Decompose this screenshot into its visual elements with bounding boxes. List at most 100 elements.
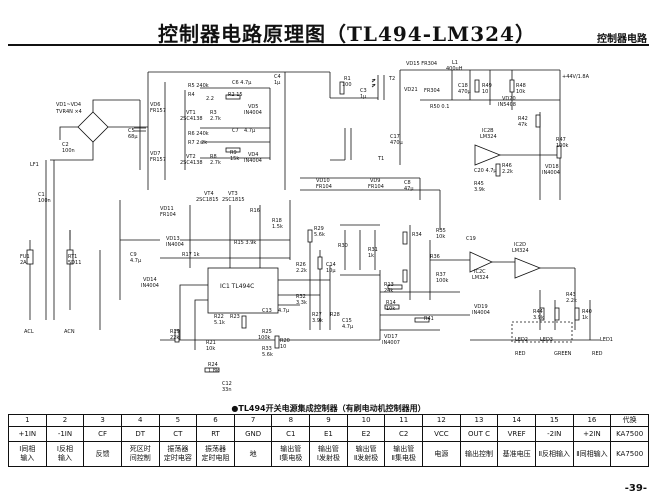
svg-text:2.7k: 2.7k: [210, 160, 221, 166]
svg-text:C17: C17: [390, 134, 400, 140]
svg-text:VD4: VD4: [248, 152, 258, 158]
svg-text:C12: C12: [222, 381, 232, 387]
pin-symbol: C2: [384, 426, 424, 442]
pin-description: 地: [233, 441, 273, 467]
page-number: -39-: [624, 483, 647, 494]
svg-text:10k: 10k: [516, 89, 525, 95]
pin-description: 反馈: [83, 441, 122, 467]
components: [26, 79, 580, 373]
wires: [29, 69, 600, 350]
svg-text:VT3: VT3: [228, 191, 238, 197]
svg-text:R37: R37: [436, 272, 446, 278]
svg-text:R31: R31: [368, 247, 378, 253]
svg-text:15k: 15k: [230, 156, 239, 162]
svg-text:4.7μ: 4.7μ: [278, 308, 290, 314]
svg-text:IN4004: IN4004: [472, 310, 490, 316]
pin-description: Ⅰ反相输入: [45, 441, 85, 467]
svg-text:VT2: VT2: [186, 154, 196, 160]
svg-text:R3: R3: [210, 110, 217, 116]
pin-symbol: OUT C: [459, 426, 499, 442]
svg-text:R26: R26: [296, 262, 306, 268]
svg-text:+44V/1.8A: +44V/1.8A: [562, 74, 590, 80]
svg-text:1.5k: 1.5k: [272, 224, 283, 230]
svg-text:3.9k: 3.9k: [533, 315, 544, 321]
pin-number: 8: [271, 414, 311, 427]
svg-text:VD13: VD13: [166, 236, 180, 242]
svg-text:5.1k: 5.1k: [214, 320, 225, 326]
svg-text:LM324: LM324: [512, 248, 529, 254]
svg-text:FR304: FR304: [424, 88, 440, 94]
svg-text:VD7: VD7: [150, 151, 160, 157]
svg-text:R4: R4: [188, 92, 195, 98]
header-rule: [8, 44, 649, 46]
svg-text:2A: 2A: [20, 260, 27, 266]
svg-text:R32: R32: [296, 294, 306, 300]
svg-text:ACN: ACN: [64, 329, 75, 335]
svg-text:VD11: VD11: [160, 206, 174, 212]
svg-text:C20 4.7μ: C20 4.7μ: [474, 168, 497, 174]
svg-text:VD5: VD5: [248, 104, 258, 110]
pin-number: 11: [384, 414, 424, 427]
svg-text:IC2D: IC2D: [514, 242, 526, 248]
svg-text:100k: 100k: [556, 143, 569, 149]
svg-text:LED1: LED1: [600, 337, 613, 343]
pin-number: 12: [422, 414, 461, 427]
svg-text:470μ: 470μ: [390, 140, 404, 146]
svg-text:R23: R23: [230, 314, 240, 320]
svg-text:LM324: LM324: [480, 134, 497, 140]
svg-text:1μ: 1μ: [274, 80, 281, 86]
svg-text:2SC4138: 2SC4138: [180, 116, 203, 122]
svg-text:VD15 FR304: VD15 FR304: [406, 61, 437, 67]
pin-symbol: CT: [158, 426, 198, 442]
svg-text:C5: C5: [128, 128, 135, 134]
svg-text:R5 240k: R5 240k: [188, 83, 209, 89]
svg-text:IN4007: IN4007: [382, 340, 400, 346]
svg-text:100n: 100n: [38, 198, 51, 204]
svg-text:RT1: RT1: [68, 254, 77, 260]
pin-number: 3: [83, 414, 122, 427]
svg-text:R19: R19: [170, 329, 180, 335]
svg-text:R21: R21: [206, 340, 216, 346]
svg-text:VD21: VD21: [404, 87, 418, 93]
svg-text:100n: 100n: [62, 148, 75, 154]
svg-text:1.8k: 1.8k: [208, 368, 219, 374]
svg-text:R49: R49: [482, 83, 492, 89]
svg-text:L1: L1: [452, 60, 458, 66]
pin-symbol: VREF: [497, 426, 536, 442]
svg-text:R13: R13: [384, 282, 394, 288]
svg-text:24k: 24k: [384, 288, 393, 294]
svg-text:10k: 10k: [386, 306, 395, 312]
pin-description: Ⅱ反相输入: [534, 441, 574, 467]
pin-number: 7: [233, 414, 273, 427]
pin-symbol: E2: [346, 426, 386, 442]
pin-number: 14: [497, 414, 536, 427]
svg-text:R43: R43: [566, 292, 576, 298]
svg-text:R48: R48: [516, 83, 526, 89]
pin-number: 代换: [610, 414, 649, 427]
svg-text:3.9k: 3.9k: [312, 318, 323, 324]
svg-text:R44: R44: [533, 309, 543, 315]
pin-description: 基准电压: [497, 441, 536, 467]
svg-text:IN5408: IN5408: [498, 102, 516, 108]
pin-symbol: KA7500: [610, 426, 649, 442]
svg-text:100: 100: [342, 82, 352, 88]
pin-number: 1: [8, 414, 47, 427]
pin-symbol: RT: [196, 426, 235, 442]
svg-text:FR104: FR104: [368, 184, 384, 190]
svg-text:10μ: 10μ: [326, 268, 336, 274]
svg-text:C14: C14: [326, 262, 336, 268]
svg-text:400uH: 400uH: [446, 66, 463, 72]
svg-text:1μ: 1μ: [360, 94, 367, 100]
svg-text:47k: 47k: [518, 122, 527, 128]
svg-text:FU1: FU1: [20, 254, 30, 260]
pin-description: Ⅰ同相输入: [8, 441, 47, 467]
svg-text:R35: R35: [436, 228, 446, 234]
pin-number: 4: [120, 414, 160, 427]
svg-text:R15 3.9k: R15 3.9k: [234, 240, 256, 246]
svg-text:100k: 100k: [258, 335, 271, 341]
svg-text:VD18: VD18: [545, 164, 559, 170]
pin-number: 6: [196, 414, 235, 427]
svg-text:5D11: 5D11: [68, 260, 81, 266]
